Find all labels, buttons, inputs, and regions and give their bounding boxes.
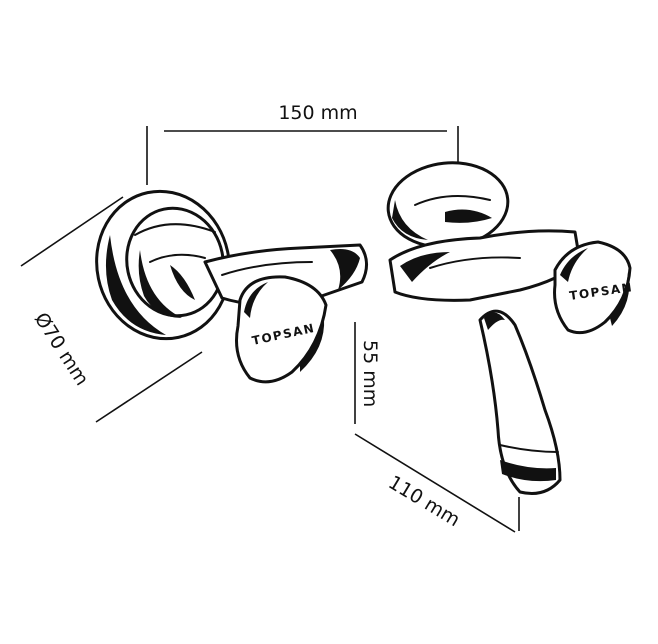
depth-dimension: 110 mm [354,433,520,533]
height-label: 55 mm [359,340,381,407]
depth-dimension-line [354,433,516,533]
diameter-label: Ø70 mm [30,309,93,390]
width-label: 150 mm [278,102,357,124]
diameter-extension-bottom [95,351,203,423]
faucet-illustration: TOPSAN TOPSAN [95,161,634,495]
right-handle: TOPSAN [553,240,634,335]
diameter-extension-top [20,196,124,267]
right-wall-flange [386,161,510,249]
width-dimension: 150 mm [146,102,459,185]
height-dimension: 55 mm [354,322,381,424]
depth-label: 110 mm [384,471,463,531]
left-wall-flange [95,189,231,341]
left-handle: TOPSAN [235,275,328,384]
spout [478,309,562,495]
